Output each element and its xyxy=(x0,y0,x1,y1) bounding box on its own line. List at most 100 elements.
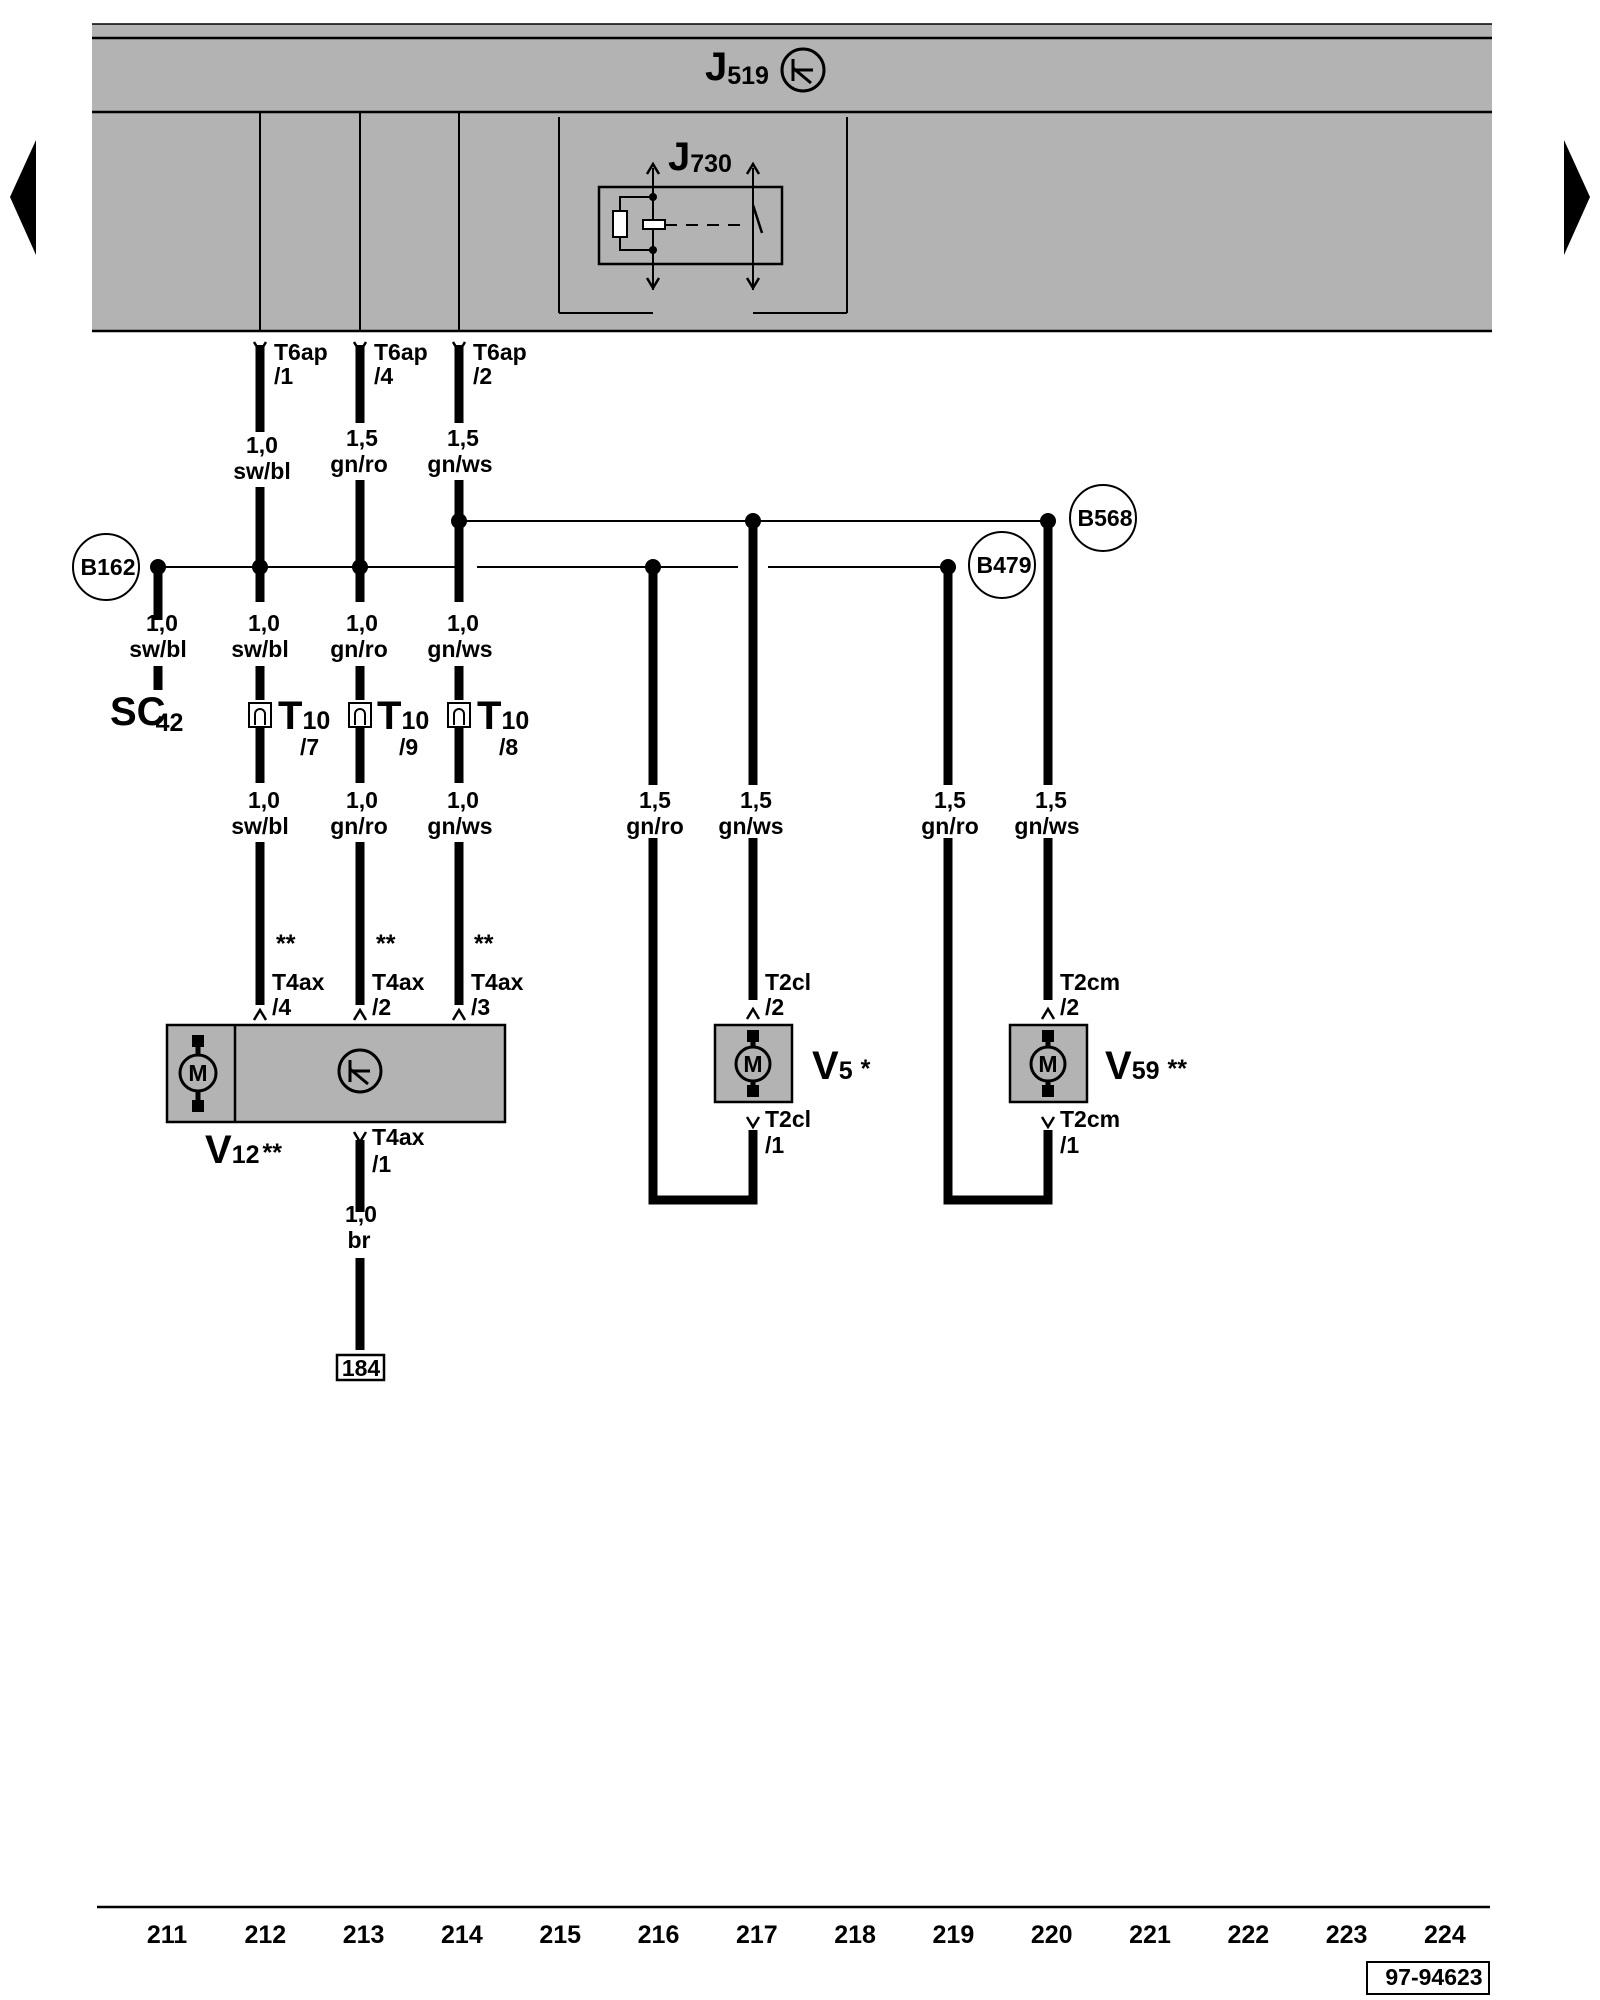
connector-t4ax: T4ax /4 T4ax /2 T4ax /3 T4ax /1 xyxy=(252,969,524,1177)
column-number: 218 xyxy=(834,1921,876,1949)
svg-text:1,0: 1,0 xyxy=(447,787,479,813)
svg-text:sw/bl: sw/bl xyxy=(129,636,187,662)
column-number: 215 xyxy=(539,1921,581,1949)
svg-text:T6ap: T6ap xyxy=(473,339,527,365)
svg-text:/4: /4 xyxy=(374,363,393,389)
splice-b162[interactable]: B162 xyxy=(72,533,140,601)
svg-text:gn/ws: gn/ws xyxy=(718,813,783,839)
svg-text:/2: /2 xyxy=(765,994,784,1020)
svg-text:/1: /1 xyxy=(765,1132,784,1158)
svg-text:/2: /2 xyxy=(372,994,391,1020)
svg-text:97-94623: 97-94623 xyxy=(1385,1964,1482,1990)
svg-text:sw/bl: sw/bl xyxy=(231,813,289,839)
column-number: 219 xyxy=(933,1921,975,1949)
svg-text:M: M xyxy=(1038,1051,1057,1077)
motor-v5[interactable]: M V5* xyxy=(713,1023,871,1104)
svg-text:184: 184 xyxy=(342,1355,381,1381)
svg-text:/4: /4 xyxy=(272,994,291,1020)
svg-text:T6ap: T6ap xyxy=(274,339,328,365)
svg-text:1,0: 1,0 xyxy=(346,610,378,636)
svg-text:gn/ws: gn/ws xyxy=(427,636,492,662)
svg-text:T10: T10 xyxy=(477,694,529,738)
previous-page-arrow[interactable] xyxy=(10,140,40,255)
motor-v59[interactable]: M V59** xyxy=(1008,1023,1187,1104)
svg-text:1,0: 1,0 xyxy=(246,432,278,458)
svg-text:br: br xyxy=(348,1227,371,1253)
connector-t2cm: T2cm /2 T2cm /1 xyxy=(1040,969,1120,1158)
svg-text:gn/ws: gn/ws xyxy=(427,451,492,477)
svg-text:V12**: V12** xyxy=(205,1128,282,1172)
svg-text:V5*: V5* xyxy=(812,1044,871,1088)
svg-text:/1: /1 xyxy=(372,1151,391,1177)
svg-text:gn/ro: gn/ro xyxy=(330,451,388,477)
svg-text:gn/ro: gn/ro xyxy=(626,813,684,839)
svg-text:1,5: 1,5 xyxy=(740,787,772,813)
connector-t10: T10 /7 T10 /9 T10 /8 xyxy=(248,694,529,760)
svg-text:1,5: 1,5 xyxy=(346,425,378,451)
column-number: 222 xyxy=(1227,1921,1269,1949)
svg-text:sw/bl: sw/bl xyxy=(231,636,289,662)
column-number: 217 xyxy=(736,1921,778,1949)
option-markers: ** ** ** xyxy=(276,930,494,958)
svg-text:**: ** xyxy=(474,930,494,958)
svg-text:T2cl: T2cl xyxy=(765,1106,811,1132)
svg-text:1,0: 1,0 xyxy=(346,787,378,813)
svg-text:T4ax: T4ax xyxy=(471,969,524,995)
svg-text:T4ax: T4ax xyxy=(272,969,325,995)
svg-text:V59**: V59** xyxy=(1105,1044,1187,1088)
svg-text:1,0: 1,0 xyxy=(345,1201,377,1227)
svg-text:gn/ro: gn/ro xyxy=(921,813,979,839)
svg-text:/1: /1 xyxy=(274,363,293,389)
svg-text:gn/ro: gn/ro xyxy=(330,813,388,839)
electronic-module-icon xyxy=(337,1048,383,1094)
ground-reference-184[interactable]: 184 xyxy=(335,1353,386,1382)
splice-b568[interactable]: B568 xyxy=(1069,484,1137,552)
svg-text:**: ** xyxy=(276,930,296,958)
svg-text:M: M xyxy=(743,1051,762,1077)
electronic-module-icon xyxy=(780,47,826,93)
svg-text:T4ax: T4ax xyxy=(372,1124,425,1150)
svg-text:1,5: 1,5 xyxy=(934,787,966,813)
svg-text:1,0: 1,0 xyxy=(146,610,178,636)
svg-text:T4ax: T4ax xyxy=(372,969,425,995)
svg-text:/9: /9 xyxy=(399,734,418,760)
svg-text:/7: /7 xyxy=(300,734,319,760)
svg-text:M: M xyxy=(188,1060,207,1086)
svg-text:1,5: 1,5 xyxy=(639,787,671,813)
connector-t6ap: T6ap /1 T6ap /4 T6ap /2 xyxy=(252,339,527,389)
module-label: J519 xyxy=(705,45,769,90)
svg-text:1,0: 1,0 xyxy=(248,610,280,636)
column-number: 220 xyxy=(1031,1921,1073,1949)
relay-label: J730 xyxy=(668,135,732,179)
column-number: 212 xyxy=(244,1921,286,1949)
module-internal-wiring xyxy=(259,112,848,331)
svg-text:T10: T10 xyxy=(278,694,330,738)
splice-b479[interactable]: B479 xyxy=(968,531,1036,599)
svg-text:1,0: 1,0 xyxy=(447,610,479,636)
column-number: 213 xyxy=(343,1921,385,1949)
svg-text:/2: /2 xyxy=(473,363,492,389)
svg-text:/1: /1 xyxy=(1060,1132,1079,1158)
svg-text:gn/ws: gn/ws xyxy=(1014,813,1079,839)
column-number: 224 xyxy=(1424,1921,1466,1949)
motor-v12[interactable]: M V12** xyxy=(165,1023,507,1172)
svg-text:gn/ws: gn/ws xyxy=(427,813,492,839)
svg-text:/2: /2 xyxy=(1060,994,1079,1020)
relay-j730[interactable]: J730 xyxy=(597,135,784,290)
wire-labels: 1,0 sw/bl 1,5 gn/ro 1,5 gn/ws 1,0 sw/bl … xyxy=(129,425,1079,1253)
control-module-j519[interactable]: J519 xyxy=(92,23,1492,333)
svg-text:B568: B568 xyxy=(1078,505,1133,531)
next-page-arrow[interactable] xyxy=(1562,140,1592,255)
svg-text:B479: B479 xyxy=(977,552,1032,578)
column-number: 211 xyxy=(147,1921,187,1949)
svg-text:T2cm: T2cm xyxy=(1060,1106,1120,1132)
column-number: 223 xyxy=(1326,1921,1368,1949)
svg-text:T2cm: T2cm xyxy=(1060,969,1120,995)
connector-t2cl: T2cl /2 T2cl /1 xyxy=(745,969,811,1158)
svg-text:gn/ro: gn/ro xyxy=(330,636,388,662)
column-number: 221 xyxy=(1129,1921,1171,1949)
svg-text:sw/bl: sw/bl xyxy=(233,458,291,484)
svg-text:T2cl: T2cl xyxy=(765,969,811,995)
svg-text:1,0: 1,0 xyxy=(248,787,280,813)
